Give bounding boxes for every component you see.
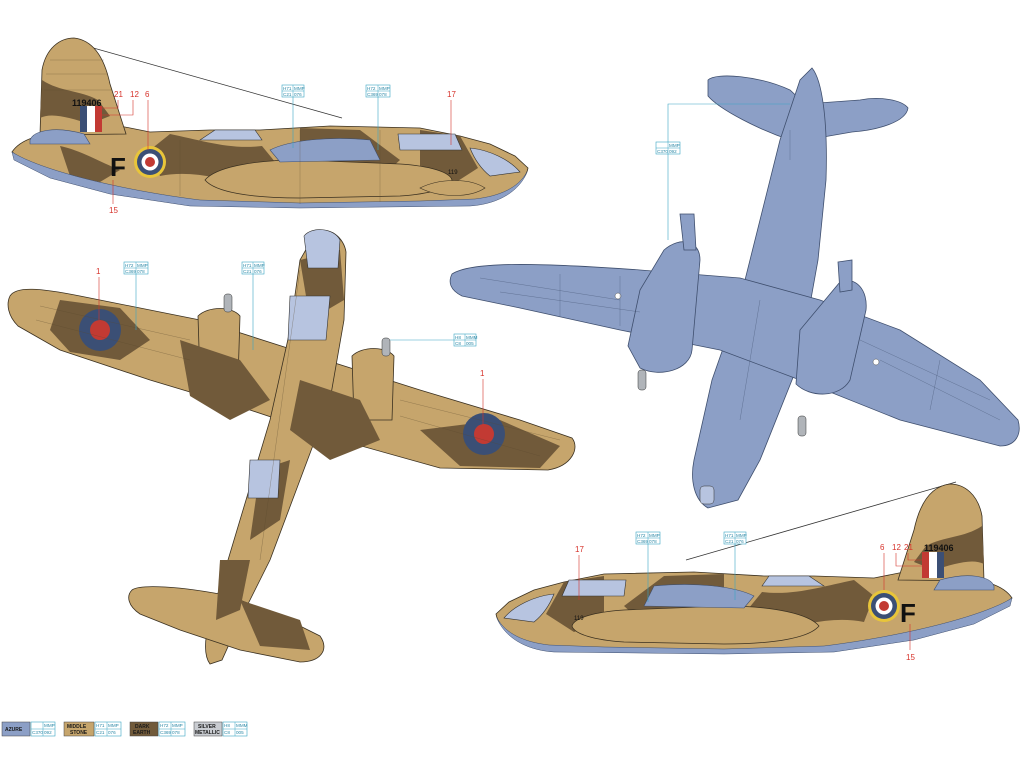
top-view: 1 1 H72 MMP C369 078 H71 MMP C21 076 H8	[7, 229, 576, 665]
svg-text:C21: C21	[725, 539, 734, 544]
callout-1-left: 1	[96, 267, 101, 276]
underside-view: MMP C370 092	[449, 67, 1020, 509]
svg-text:C369: C369	[125, 269, 136, 274]
svg-text:MMP: MMP	[108, 723, 119, 728]
svg-text:AZURE: AZURE	[5, 727, 23, 733]
svg-text:MMP: MMP	[649, 533, 660, 538]
svg-text:C369: C369	[367, 92, 378, 97]
svg-text:005: 005	[466, 341, 474, 346]
svg-text:H71: H71	[725, 533, 734, 538]
svg-text:MMP: MMP	[172, 723, 183, 728]
fuselage-roundel	[134, 146, 166, 178]
code-letter-right: F	[900, 598, 916, 628]
color-ref-h71: H71 MMP C21 076	[281, 84, 305, 98]
side-profile-right: 119406 F 119 17 6 12 21 15 H72 MMP C369 …	[495, 481, 1013, 662]
svg-text:MMM: MMM	[466, 335, 478, 340]
svg-text:MMP: MMP	[137, 263, 148, 268]
color-ref-top-h8: H8 MMM C8 005	[453, 333, 478, 347]
svg-text:MMM: MMM	[236, 723, 248, 728]
callout-15-right: 15	[906, 653, 915, 662]
callout-21-right: 21	[904, 543, 913, 552]
svg-text:C8: C8	[455, 341, 461, 346]
svg-text:H71: H71	[243, 263, 252, 268]
svg-text:C370: C370	[657, 149, 668, 154]
svg-text:H72: H72	[160, 723, 169, 728]
nose-mark: 119	[448, 170, 458, 176]
legend-middle-stone: MIDDLE STONE H71 MMP C21 076	[63, 721, 122, 737]
svg-text:H8: H8	[224, 723, 230, 728]
callout-12-right: 12	[892, 543, 901, 552]
svg-text:076: 076	[254, 269, 262, 274]
svg-text:H72: H72	[637, 533, 646, 538]
color-ref-azure: MMP C370 092	[655, 141, 681, 155]
svg-text:C21: C21	[243, 269, 252, 274]
svg-text:STONE: STONE	[70, 730, 88, 736]
svg-text:076: 076	[736, 539, 744, 544]
callout-15: 15	[109, 206, 118, 215]
svg-text:SILVER: SILVER	[198, 724, 216, 730]
wing-roundel-left	[79, 309, 121, 351]
svg-text:092: 092	[44, 730, 52, 735]
canopy	[199, 129, 263, 141]
code-letter: F	[110, 152, 126, 182]
svg-text:H72: H72	[367, 86, 376, 91]
legend-silver-metallic: SILVER METALLIC H8 MMM C8 005	[193, 721, 248, 737]
svg-text:MMP: MMP	[379, 86, 390, 91]
svg-text:C21: C21	[96, 730, 105, 735]
underside-wings	[449, 264, 1020, 447]
svg-text:005: 005	[236, 730, 244, 735]
svg-text:076: 076	[294, 92, 302, 97]
callout-21: 21	[114, 90, 123, 99]
svg-text:078: 078	[379, 92, 387, 97]
svg-text:H71: H71	[96, 723, 105, 728]
svg-text:DARK: DARK	[135, 724, 150, 730]
color-ref-top-h71: H71 MMP C21 076	[241, 261, 265, 275]
serial-number: 119406	[72, 98, 102, 108]
svg-text:C370: C370	[32, 730, 43, 735]
svg-text:078: 078	[137, 269, 145, 274]
svg-text:078: 078	[649, 539, 657, 544]
tailplane	[29, 129, 91, 145]
legend-azure: AZURE MMP C370 092	[1, 721, 56, 737]
engine-nacelle	[204, 159, 453, 199]
svg-text:MMP: MMP	[736, 533, 747, 538]
callout-12: 12	[130, 90, 139, 99]
svg-text:078: 078	[172, 730, 180, 735]
color-ref-right-h72: H72 MMP C369 078	[635, 531, 661, 545]
svg-text:MIDDLE: MIDDLE	[67, 724, 87, 730]
svg-text:MMP: MMP	[669, 143, 680, 148]
color-ref-top-h72: H72 MMP C369 078	[123, 261, 149, 275]
color-legend: AZURE MMP C370 092 MIDDLE STONE H71 MMP …	[1, 721, 248, 737]
svg-text:C21: C21	[283, 92, 292, 97]
wing-roundel-right	[463, 413, 505, 455]
callout-17: 17	[447, 90, 456, 99]
svg-text:H71: H71	[283, 86, 292, 91]
svg-text:092: 092	[669, 149, 677, 154]
svg-text:H8: H8	[455, 335, 461, 340]
svg-text:C8: C8	[224, 730, 230, 735]
nose-mark-right: 119	[574, 616, 584, 622]
color-ref-right-h71: H71 MMP C21 076	[723, 531, 747, 545]
callout-1-right: 1	[480, 369, 485, 378]
color-ref-h72: H72 MMP C369 078	[365, 84, 391, 98]
callout-6: 6	[145, 90, 150, 99]
legend-dark-earth: DARK EARTH H72 MMP C369 078	[129, 721, 186, 737]
svg-text:MMP: MMP	[254, 263, 265, 268]
svg-text:076: 076	[108, 730, 116, 735]
callout-6-right: 6	[880, 543, 885, 552]
fuselage-roundel-right	[868, 590, 900, 622]
callout-17-right: 17	[575, 545, 584, 554]
side-profile-left: 119406 F 119 21 12 6 17 15 H71 MMP C21 0…	[11, 37, 529, 215]
svg-text:METALLIC: METALLIC	[195, 730, 220, 736]
serial-number-right: 119406	[924, 543, 954, 553]
svg-text:EARTH: EARTH	[133, 730, 151, 736]
svg-text:MMP: MMP	[44, 723, 55, 728]
svg-text:MMP: MMP	[294, 86, 305, 91]
svg-text:H72: H72	[125, 263, 134, 268]
svg-text:C369: C369	[160, 730, 171, 735]
svg-text:C369: C369	[637, 539, 648, 544]
